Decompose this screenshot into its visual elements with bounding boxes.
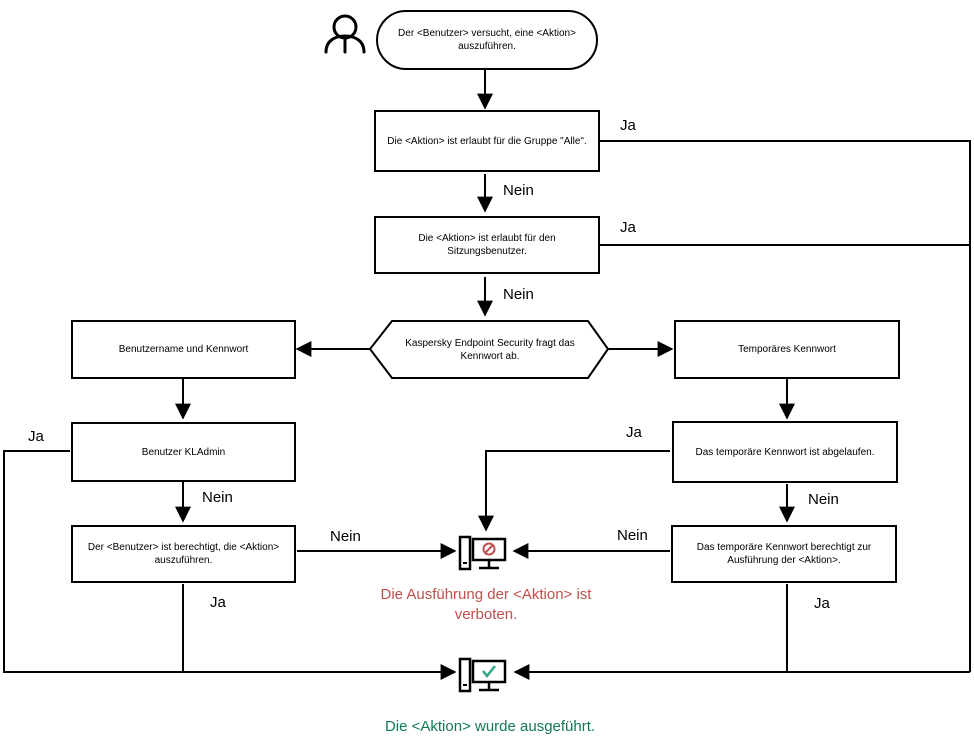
- computer-allowed-icon: [458, 657, 507, 693]
- label-nein-user-authorized: Nein: [330, 528, 361, 545]
- label-ja-user-authorized: Ja: [210, 594, 226, 611]
- label-nein-temp-authorized: Nein: [617, 527, 648, 544]
- outcome-denied-text: Die Ausführung der <Aktion> ist verboten…: [380, 586, 592, 623]
- temp-password-node: Temporäres Kennwort: [674, 320, 900, 379]
- connector-group-ja: [600, 140, 971, 672]
- session-user-node: Die <Aktion> ist erlaubt für den Sitzung…: [374, 216, 600, 274]
- label-ja-temp-expired: Ja: [626, 424, 642, 441]
- label-nein-kladmin: Nein: [202, 489, 233, 506]
- username-password-node: Benutzername und Kennwort: [71, 320, 296, 379]
- label-nein-group: Nein: [503, 182, 534, 199]
- kladmin-node: Benutzer KLAdmin: [71, 422, 296, 482]
- user-icon: [324, 14, 366, 54]
- label-ja-group: Ja: [620, 117, 636, 134]
- kes-decision-shape: [368, 320, 610, 379]
- label-ja-kladmin: Ja: [28, 428, 44, 445]
- user-authorized-node: Der <Benutzer> ist berechtigt, die <Akti…: [71, 525, 296, 583]
- start-node: Der <Benutzer> versucht, eine <Aktion> a…: [376, 10, 598, 70]
- outcome-executed-text: Die <Aktion> wurde ausgeführt.: [384, 718, 596, 735]
- group-all-node: Die <Aktion> ist erlaubt für die Gruppe …: [374, 110, 600, 172]
- temp-authorized-node: Das temporäre Kennwort berechtigt zur Au…: [671, 525, 897, 583]
- label-ja-session: Ja: [620, 219, 636, 236]
- kes-decision-node: Kaspersky Endpoint Security fragt das Ke…: [405, 337, 575, 362]
- connector-expired-ja: [478, 450, 670, 532]
- temp-expired-node: Das temporäre Kennwort ist abgelaufen.: [672, 421, 898, 483]
- label-nein-temp-expired: Nein: [808, 491, 839, 508]
- connector-kladmin-ja: [3, 450, 183, 673]
- label-ja-temp-authorized: Ja: [814, 595, 830, 612]
- label-nein-session: Nein: [503, 286, 534, 303]
- computer-blocked-icon: [458, 535, 507, 571]
